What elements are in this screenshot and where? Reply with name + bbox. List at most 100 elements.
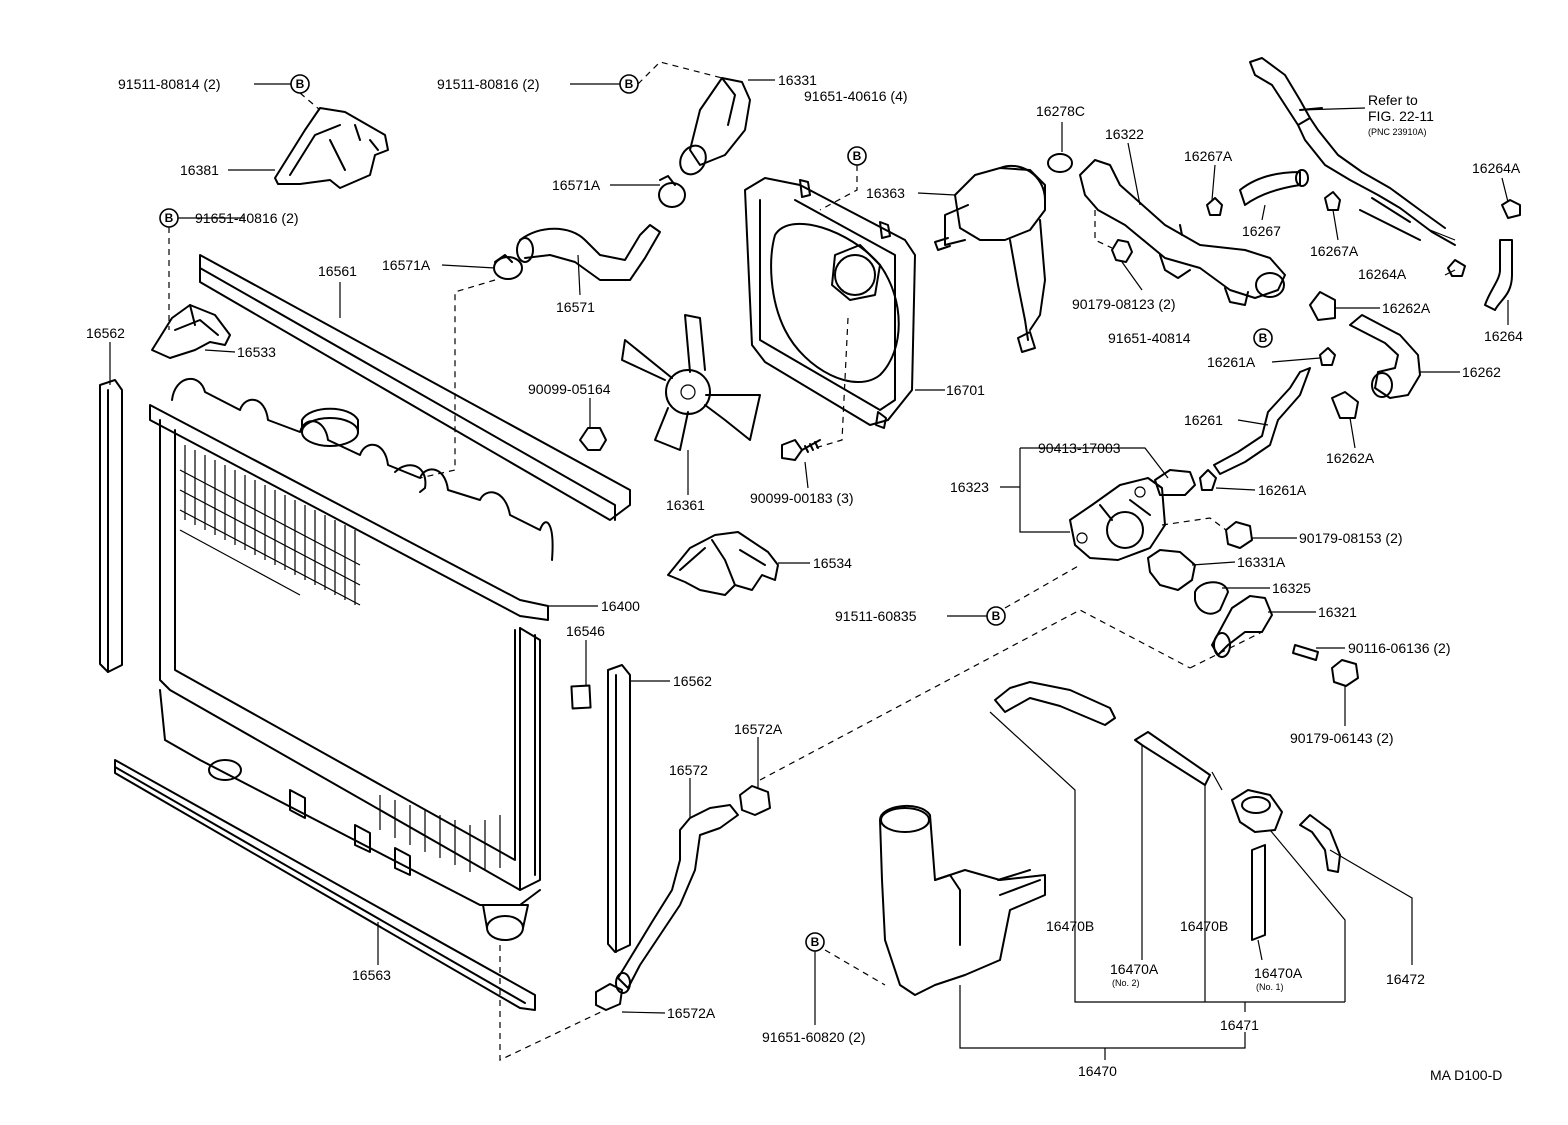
label-16261: 16261 <box>1184 412 1223 428</box>
fan-16361 <box>621 314 761 451</box>
bolt-symbol-6: B <box>986 606 1006 626</box>
cushion-16546 <box>570 684 592 710</box>
diagram-code: MA D100-D <box>1430 1067 1502 1083</box>
label-16361: 16361 <box>666 497 705 513</box>
label-16572a-bottom: 16572A <box>667 1005 716 1021</box>
stud-90116-06136 <box>1292 644 1319 661</box>
label-91651-40814: 91651-40814 <box>1108 330 1191 346</box>
label-16571: 16571 <box>556 299 595 315</box>
svg-text:B: B <box>625 77 634 91</box>
hose-16264 <box>1484 239 1513 311</box>
refer-line-1: Refer to <box>1368 92 1418 108</box>
clamp-16572a-bottom <box>595 983 623 1011</box>
label-16572a-top: 16572A <box>734 721 783 737</box>
label-16267a-top: 16267A <box>1184 148 1233 164</box>
bolt-symbol-3: B <box>619 74 639 94</box>
bolt-symbol-7: B <box>805 932 825 952</box>
label-90099-00183: 90099-00183 (3) <box>750 490 854 506</box>
refer-line-2: FIG. 22-11 <box>1368 108 1434 124</box>
label-16571a-mid: 16571A <box>382 257 431 273</box>
label-16534: 16534 <box>813 555 852 571</box>
svg-text:B: B <box>296 77 305 91</box>
hose-16261 <box>1213 367 1311 475</box>
cap-16471 <box>1231 789 1283 833</box>
label-90413-17003: 90413-17003 <box>1038 440 1121 456</box>
clamp-16261a-bottom <box>1199 469 1217 491</box>
label-16262a-bottom: 16262A <box>1326 450 1375 466</box>
label-16472: 16472 <box>1386 971 1425 987</box>
hose-16470b-right <box>1134 731 1211 786</box>
label-no2: (No. 2) <box>1112 978 1140 988</box>
label-16381: 16381 <box>180 162 219 178</box>
label-91651-40816: 91651-40816 (2) <box>195 210 299 226</box>
gasket-16325 <box>1194 581 1229 615</box>
label-16264a-top: 16264A <box>1472 160 1521 176</box>
svg-text:B: B <box>1259 331 1268 345</box>
hose-16267 <box>1239 169 1309 206</box>
o-ring-16278c <box>1047 153 1073 173</box>
screw-90099-00183 <box>781 439 821 461</box>
label-16561: 16561 <box>318 263 357 279</box>
label-16267: 16267 <box>1242 223 1281 239</box>
seal-16563 <box>114 759 536 1011</box>
label-16262a-top: 16262A <box>1382 300 1431 316</box>
label-16261a-bottom: 16261A <box>1258 482 1307 498</box>
label-16562-left: 16562 <box>86 325 125 341</box>
water-outlet-16331 <box>679 77 751 176</box>
label-91651-60820: 91651-60820 (2) <box>762 1029 866 1045</box>
water-inlet-16323 <box>1069 477 1166 561</box>
hose-16572 <box>615 804 739 994</box>
seal-16561 <box>199 254 631 521</box>
svg-text:B: B <box>811 935 820 949</box>
svg-text:B: B <box>992 609 1001 623</box>
label-16331a: 16331A <box>1237 554 1286 570</box>
label-16278c: 16278C <box>1036 103 1085 119</box>
bolt-symbol-2: B <box>159 208 179 228</box>
radiator-16400 <box>149 377 554 941</box>
label-16264: 16264 <box>1484 328 1523 344</box>
label-90099-05164: 90099-05164 <box>528 381 611 397</box>
label-90179-08123: 90179-08123 (2) <box>1072 296 1176 312</box>
hose-16472 <box>1299 814 1341 873</box>
label-91651-40616: 91651-40616 (4) <box>804 88 908 104</box>
label-no1: (No. 1) <box>1256 982 1284 992</box>
bracket-16534 <box>667 531 779 596</box>
label-90179-06143: 90179-06143 (2) <box>1290 730 1394 746</box>
reservoir-tank-16470 <box>879 804 1046 996</box>
leader-lines <box>109 79 1509 1060</box>
label-16363: 16363 <box>866 185 905 201</box>
hose-16571 <box>516 224 661 281</box>
label-16470a-no2: 16470A <box>1110 961 1159 977</box>
label-16264a-mid: 16264A <box>1358 266 1407 282</box>
nut-90179-08123 <box>1111 239 1133 263</box>
label-16400: 16400 <box>601 598 640 614</box>
label-16322: 16322 <box>1105 126 1144 142</box>
clamp-16267a-bottom <box>1324 191 1341 211</box>
label-16470a-no1: 16470A <box>1254 965 1303 981</box>
label-16325: 16325 <box>1272 580 1311 596</box>
label-16331: 16331 <box>778 72 817 88</box>
dashed-assembly-lines <box>168 61 1263 1061</box>
inlet-16321 <box>1211 595 1273 658</box>
bolt-symbol-4: B <box>847 146 867 166</box>
label-16470: 16470 <box>1078 1063 1117 1079</box>
clamp-16571a-top <box>658 175 686 208</box>
part-labels: 91511-80814 (2) 16381 91651-40816 (2) 16… <box>86 72 1523 1083</box>
clamp-16572a-top <box>739 785 771 816</box>
clamp-16262a-top <box>1309 291 1336 321</box>
label-16267a-bottom: 16267A <box>1310 243 1359 259</box>
union-90413-17003 <box>1154 469 1196 496</box>
label-90179-08153: 90179-08153 (2) <box>1299 530 1403 546</box>
bracket-16381 <box>274 107 389 189</box>
label-90116-06136: 90116-06136 (2) <box>1348 640 1450 656</box>
hose-16470b-left <box>994 681 1116 726</box>
label-16563: 16563 <box>352 967 391 983</box>
clamp-16267a-top <box>1206 197 1223 216</box>
label-16261a-top: 16261A <box>1207 354 1256 370</box>
label-16562-right: 16562 <box>673 673 712 689</box>
fan-bolt-90099-05164 <box>579 427 607 451</box>
label-16572: 16572 <box>669 762 708 778</box>
fan-shroud-16701 <box>744 177 916 429</box>
thermostat-16331a <box>1147 549 1196 591</box>
label-91511-60835: 91511-60835 <box>835 608 917 624</box>
